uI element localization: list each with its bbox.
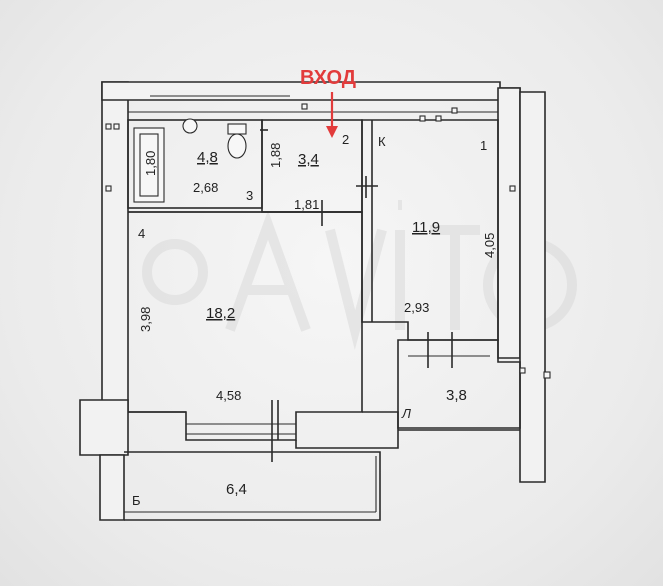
living-height: 3,98 — [138, 307, 153, 332]
kitchen-area: 11,9 — [412, 219, 440, 236]
bathroom-width: 2,68 — [193, 180, 218, 195]
bathroom-number: 3 — [246, 188, 253, 203]
balcony-outline — [124, 451, 381, 521]
entrance-arrow-head — [326, 126, 338, 138]
loggia-letter: Л — [401, 406, 411, 421]
hall-area: 3,4 — [298, 151, 319, 168]
loggia-area: 3,8 — [446, 387, 467, 404]
kitchen-number: 1 — [480, 138, 487, 153]
entrance-marker: ВХОД — [300, 67, 356, 138]
living-width: 4,58 — [216, 388, 241, 403]
sink — [182, 118, 198, 134]
hall-height: 1,88 — [268, 143, 283, 168]
watermark — [142, 200, 577, 350]
hall-number: 2 — [342, 132, 349, 147]
balcony-letter: Б — [132, 493, 141, 508]
wall-markers — [105, 103, 551, 379]
bathroom-fixtures — [133, 118, 247, 203]
hall-width: 1,81 — [294, 197, 319, 212]
kitchen-letter: К — [378, 134, 386, 149]
bathroom-height: 1,80 — [143, 151, 158, 176]
bathroom-area: 4,8 — [197, 149, 218, 166]
living-outline — [128, 211, 363, 441]
living-number: 4 — [138, 226, 145, 241]
interior-walls — [124, 119, 521, 521]
kitchen-height: 4,05 — [482, 233, 497, 258]
kitchen-width: 2,93 — [404, 300, 429, 315]
balcony-area: 6,4 — [226, 481, 247, 498]
living-area: 18,2 — [206, 305, 235, 322]
door-marks — [260, 129, 453, 462]
toilet-tank — [227, 123, 247, 135]
toilet-bowl — [227, 133, 247, 159]
entrance-label: ВХОД — [300, 67, 356, 89]
